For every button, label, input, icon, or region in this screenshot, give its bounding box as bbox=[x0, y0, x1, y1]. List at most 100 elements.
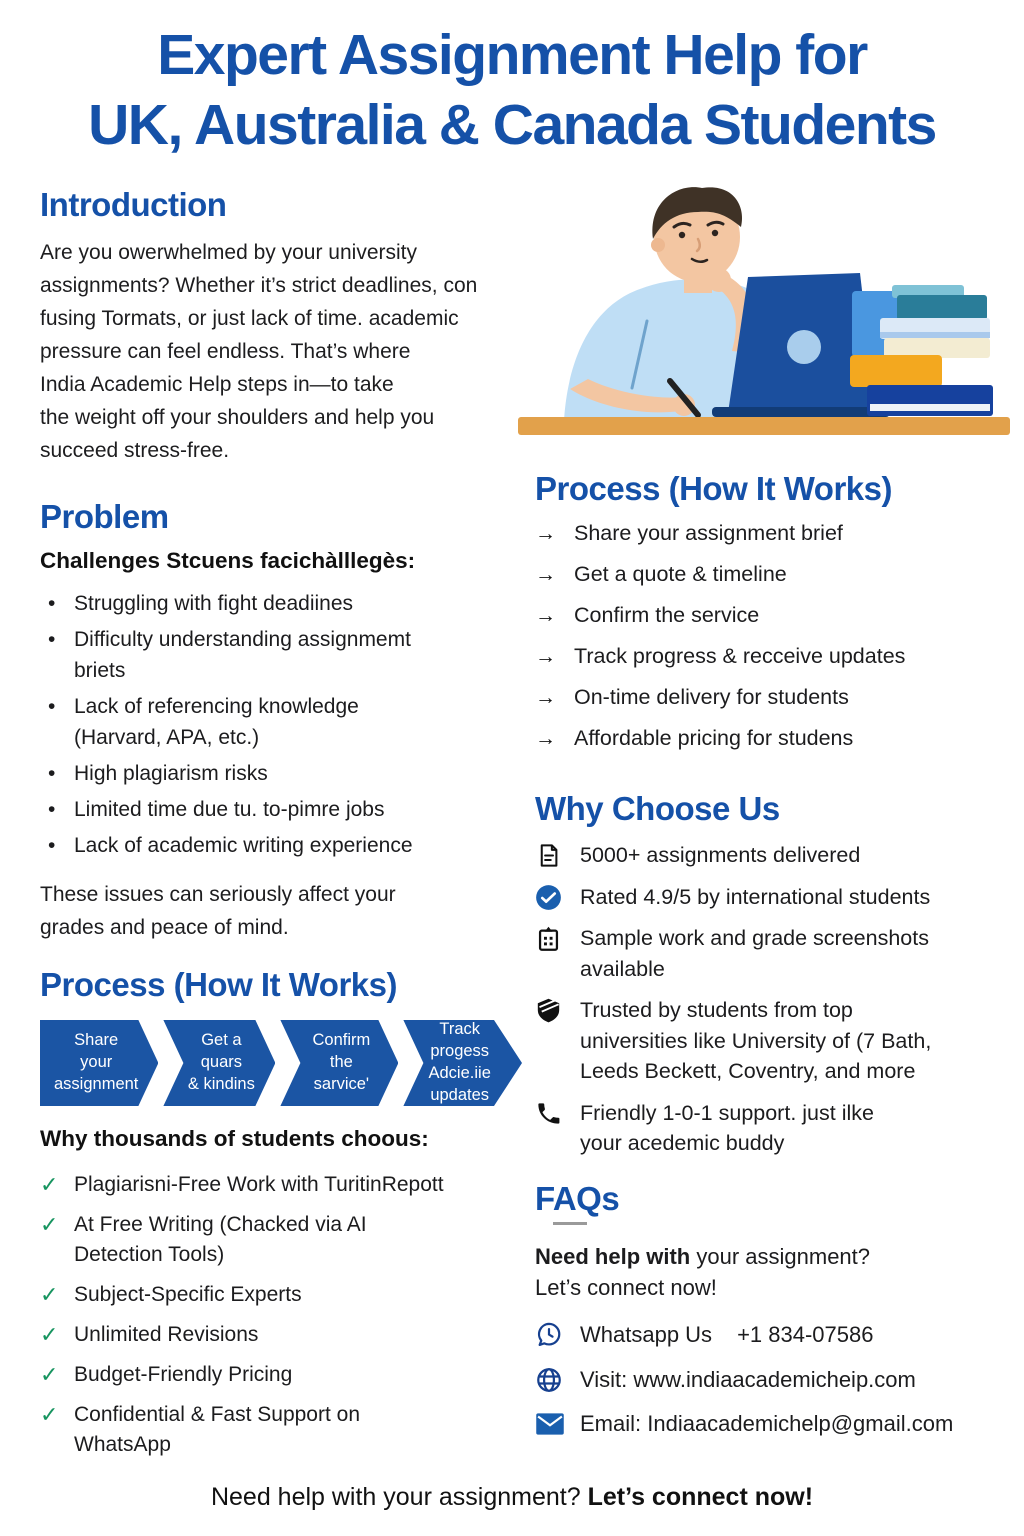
student-at-desk-illustration bbox=[518, 187, 1010, 435]
bullet-icon: • bbox=[48, 834, 56, 857]
list-item: • Struggling with fight deadiines bbox=[40, 588, 540, 619]
footer-cta: Need help with your assignment? Let’s co… bbox=[0, 1483, 1024, 1512]
arrow-icon: → bbox=[535, 645, 556, 668]
check-text: Budget-Friendly Pricing bbox=[74, 1363, 293, 1386]
bullet-text: Struggling with fight deadiines bbox=[74, 592, 354, 615]
arrow-text: On-time delivery for students bbox=[574, 685, 849, 709]
process-step-3: Confirm the sarvice' bbox=[280, 1020, 398, 1106]
arrow-icon: → bbox=[535, 686, 556, 709]
website-text: Visit: www.indiaacademicheip.com bbox=[580, 1367, 916, 1392]
problem-heading: Problem bbox=[40, 498, 169, 535]
arrow-icon: → bbox=[535, 727, 556, 750]
faqs-underline bbox=[553, 1222, 587, 1225]
list-item: ✓ Unlimited Revisions bbox=[40, 1320, 540, 1350]
bullet-icon: • bbox=[48, 628, 56, 651]
check-icon: ✓ bbox=[40, 1322, 59, 1347]
why-choose-text: Rated 4.9/5 by international students bbox=[580, 884, 931, 909]
bullet-icon: • bbox=[48, 695, 56, 718]
list-item: ✓ Subject-Specific Experts bbox=[40, 1280, 540, 1310]
list-item: • Lack of referencing knowledge (Harvard… bbox=[40, 691, 540, 753]
check-icon: ✓ bbox=[40, 1362, 59, 1387]
faqs-lead-bold: Need help with bbox=[535, 1244, 691, 1269]
list-item: → Affordable pricing for studens bbox=[535, 725, 1017, 752]
check-icon: ✓ bbox=[40, 1172, 59, 1197]
bullet-text: Lack of academic writing experience bbox=[74, 834, 413, 857]
check-text: Plagiarisni-Free Work with TuritinRepott bbox=[74, 1173, 444, 1196]
arrow-text: Share your assignment brief bbox=[574, 521, 843, 545]
faqs-lead-rest: your assignment? bbox=[690, 1244, 871, 1269]
list-item: • Lack of academic writing experience bbox=[40, 830, 540, 861]
shield-icon bbox=[535, 995, 563, 1087]
whatsapp-icon bbox=[535, 1321, 565, 1349]
list-item: • High plagiarism risks bbox=[40, 758, 540, 789]
why-choose-text: Trusted by students from top universitie… bbox=[580, 998, 932, 1083]
check-text: At Free Writing (Chacked via AI Detectio… bbox=[74, 1213, 367, 1266]
list-item: → Share your assignment brief bbox=[535, 520, 1017, 547]
check-icon: ✓ bbox=[40, 1402, 59, 1427]
list-item: → Track progress & recceive updates bbox=[535, 643, 1017, 670]
arrow-icon: → bbox=[535, 604, 556, 627]
list-item: ✓ At Free Writing (Chacked via AI Detect… bbox=[40, 1210, 540, 1270]
faqs-heading: FAQs bbox=[535, 1180, 620, 1217]
list-item: → Get a quote & timeline bbox=[535, 561, 1017, 588]
list-item: → On-time delivery for students bbox=[535, 684, 1017, 711]
bullet-icon: • bbox=[48, 762, 56, 785]
check-icon: ✓ bbox=[40, 1212, 59, 1237]
check-text: Unlimited Revisions bbox=[74, 1323, 259, 1346]
page-title-line2: UK, Australia & Canada Students bbox=[88, 93, 937, 158]
email-contact-row: Email: Indiaacademichelp@gmail.com bbox=[535, 1411, 1017, 1437]
list-item: • Limited time due tu. to-pimre jobs bbox=[40, 794, 540, 825]
arrow-text: Confirm the service bbox=[574, 603, 760, 627]
whatsapp-contact-row: Whatsapp Us +1 834-07586 bbox=[535, 1321, 1017, 1349]
footer-text: Need help with your assignment? bbox=[210, 1483, 588, 1511]
bullet-text: High plagiarism risks bbox=[74, 762, 268, 785]
bullet-icon: • bbox=[48, 798, 56, 821]
email-icon bbox=[535, 1412, 565, 1436]
why-choose-text: Sample work and grade screenshots availa… bbox=[580, 926, 929, 981]
problem-note: These issues can seriously affect your g… bbox=[40, 883, 396, 939]
email-text: Email: Indiaacademichelp@gmail.com bbox=[580, 1411, 954, 1436]
footer-text-bold: Let’s connect now! bbox=[587, 1483, 814, 1511]
intro-heading: Introduction bbox=[40, 186, 227, 223]
globe-icon bbox=[535, 1366, 565, 1394]
process-left-section: Process (How It Works) Share your assign… bbox=[40, 966, 522, 1106]
why-choose-text: Friendly 1-0-1 support. just ilke your a… bbox=[580, 1100, 874, 1156]
website-contact-row: Visit: www.indiaacademicheip.com bbox=[535, 1366, 1017, 1394]
arrow-text: Track progress & recceive updates bbox=[574, 644, 906, 668]
bullet-text: Difficulty understanding assignmemt brie… bbox=[74, 628, 411, 682]
clipboard-icon bbox=[535, 923, 563, 984]
arrow-text: Affordable pricing for studens bbox=[574, 726, 854, 750]
check-text: Subject-Specific Experts bbox=[74, 1283, 302, 1306]
arrow-icon: → bbox=[535, 563, 556, 586]
page-title: Expert Assignment Help for UK, Australia… bbox=[0, 20, 1024, 160]
intro-section: Introduction Are you owerwhelmed by your… bbox=[40, 186, 540, 467]
process-step-1: Share your assignment bbox=[40, 1020, 158, 1106]
bullet-text: Limited time due tu. to-pimre jobs bbox=[74, 798, 385, 821]
problem-section: Problem Challenges Stcuens facichàlllegè… bbox=[40, 498, 540, 944]
whatsapp-label: Whatsapp Us bbox=[580, 1322, 713, 1347]
arrow-icon: → bbox=[535, 522, 556, 545]
process-steps-bar: Share your assignment Get a quars & kind… bbox=[40, 1020, 522, 1106]
faqs-lead: Need help with your assignment? Let’s co… bbox=[535, 1241, 1017, 1303]
list-item: • Difficulty understanding assignmemt br… bbox=[40, 624, 540, 686]
process-right-heading: Process (How It Works) bbox=[535, 470, 892, 507]
phone-icon bbox=[535, 1098, 563, 1159]
check-text: Confidential & Fast Support on WhatsApp bbox=[74, 1403, 361, 1456]
why-choose-heading: Why Choose Us bbox=[535, 790, 780, 827]
list-item: Trusted by students from top universitie… bbox=[535, 995, 1017, 1087]
process-step-2: Get a quars & kindins bbox=[163, 1020, 275, 1106]
list-item: ✓ Plagiarisni-Free Work with TuritinRepo… bbox=[40, 1170, 540, 1200]
list-item: Friendly 1-0-1 support. just ilke your a… bbox=[535, 1098, 1017, 1159]
faqs-lead-line2: Let’s connect now! bbox=[535, 1275, 717, 1300]
student-illustration bbox=[512, 183, 1017, 445]
problem-subheading: Challenges Stcuens facichàlllegès: bbox=[40, 548, 416, 573]
list-item: → Confirm the service bbox=[535, 602, 1017, 629]
list-item: Rated 4.9/5 by international students bbox=[535, 882, 1017, 913]
process-right-section: Process (How It Works) → Share your assi… bbox=[535, 470, 1017, 766]
page-title-line1: Expert Assignment Help for bbox=[157, 23, 868, 87]
list-item: Sample work and grade screenshots availa… bbox=[535, 923, 1017, 984]
rating-badge-icon bbox=[535, 882, 563, 913]
whatsapp-number: +1 834-07586 bbox=[737, 1322, 874, 1347]
why-choose-text: 5000+ assignments delivered bbox=[580, 843, 861, 867]
